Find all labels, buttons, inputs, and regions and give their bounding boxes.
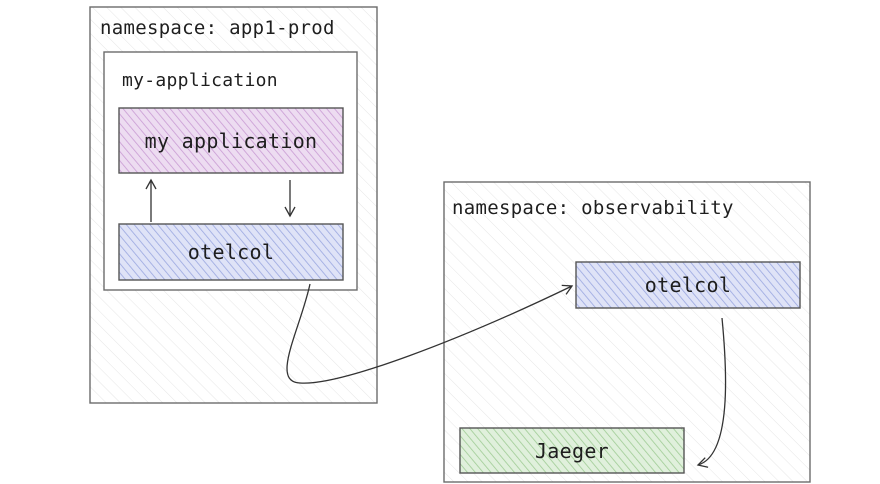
jaeger-box-label: Jaeger bbox=[534, 438, 610, 463]
otelcol-observability-box bbox=[575, 261, 801, 309]
otelcol-app-box bbox=[118, 223, 344, 281]
namespace-app1-prod-label: namespace: app1-prod bbox=[100, 17, 335, 39]
otelcol-app-box-label: otelcol bbox=[187, 240, 275, 264]
arrow-otelcol-to-jaeger bbox=[696, 317, 727, 468]
otelcol-observability-box-label: otelcol bbox=[644, 273, 732, 297]
arrow-otelcol-app-to-observability bbox=[286, 283, 574, 384]
pod-my-application-label: my-application bbox=[122, 70, 278, 91]
my-application-box bbox=[118, 107, 344, 174]
my-application-box-label: my application bbox=[144, 128, 318, 153]
jaeger-box bbox=[459, 427, 685, 474]
namespace-observability-label: namespace: observability bbox=[452, 197, 734, 219]
